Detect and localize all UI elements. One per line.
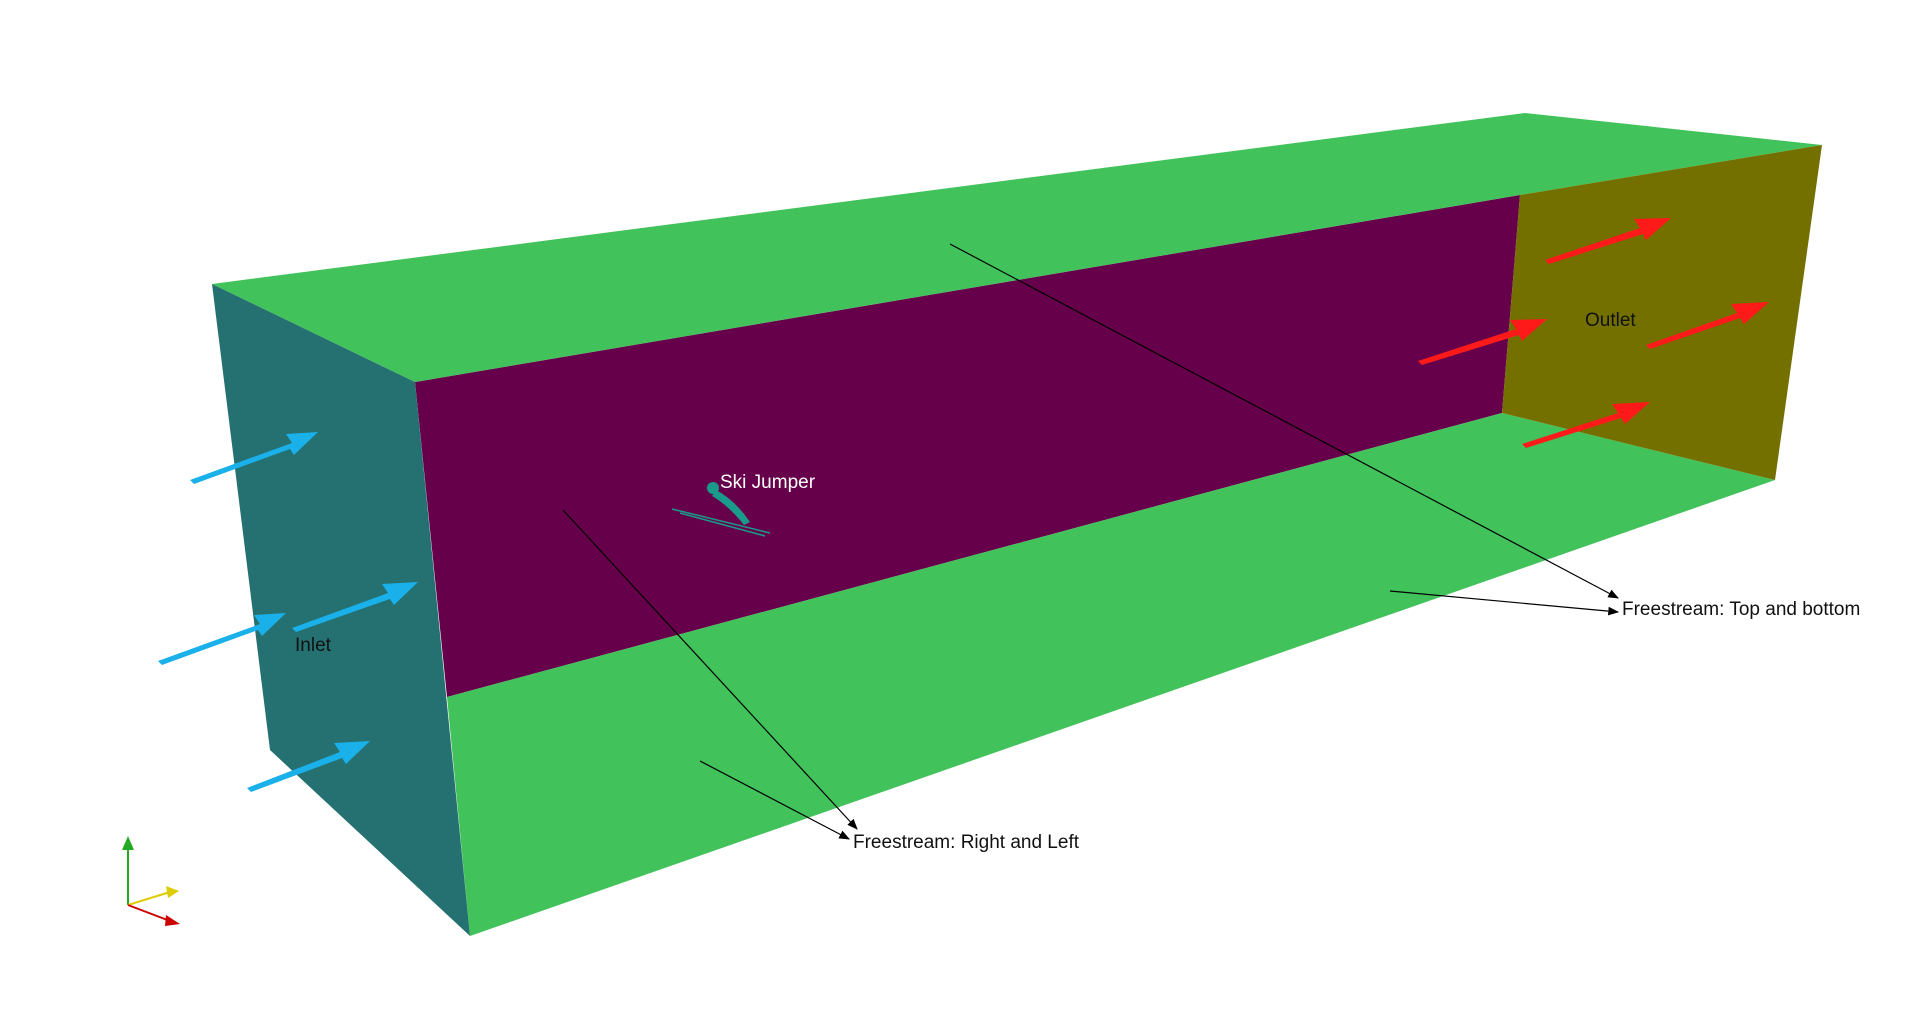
far-side-wall — [415, 195, 1520, 697]
top-face — [212, 113, 1822, 382]
arrow-right-icon — [1646, 302, 1769, 349]
bottom-face — [447, 413, 1775, 936]
freestream-right-left-label: Freestream: Right and Left — [853, 832, 1080, 853]
ski-jumper-model — [671, 482, 771, 537]
outlet-label: Outlet — [1585, 310, 1636, 331]
inlet-face — [212, 284, 470, 936]
arrow-right-icon — [190, 432, 318, 484]
outflow-arrows — [1418, 218, 1769, 448]
outlet-face — [1502, 145, 1822, 480]
leader-wall-to-freestream — [562, 509, 858, 830]
arrow-right-icon — [1545, 218, 1671, 264]
arrow-right-icon — [158, 613, 286, 665]
inlet-label: Inlet — [295, 635, 332, 656]
xyz-axes-icon — [122, 836, 180, 926]
freestream-top-bottom-label: Freestream: Top and bottom — [1622, 599, 1860, 620]
ski-jumper-label: Ski Jumper — [720, 472, 816, 493]
leader-top-to-freestream — [949, 243, 1619, 599]
leader-wall-bottom-to-freestream — [699, 760, 850, 840]
arrow-right-icon — [1418, 319, 1547, 365]
arrow-right-icon — [247, 741, 370, 792]
leader-lines — [562, 243, 1620, 840]
inflow-arrows — [158, 432, 418, 792]
arrow-right-icon — [1522, 402, 1650, 448]
arrow-right-icon — [292, 582, 418, 632]
leader-bottom-to-freestream — [1389, 590, 1620, 616]
